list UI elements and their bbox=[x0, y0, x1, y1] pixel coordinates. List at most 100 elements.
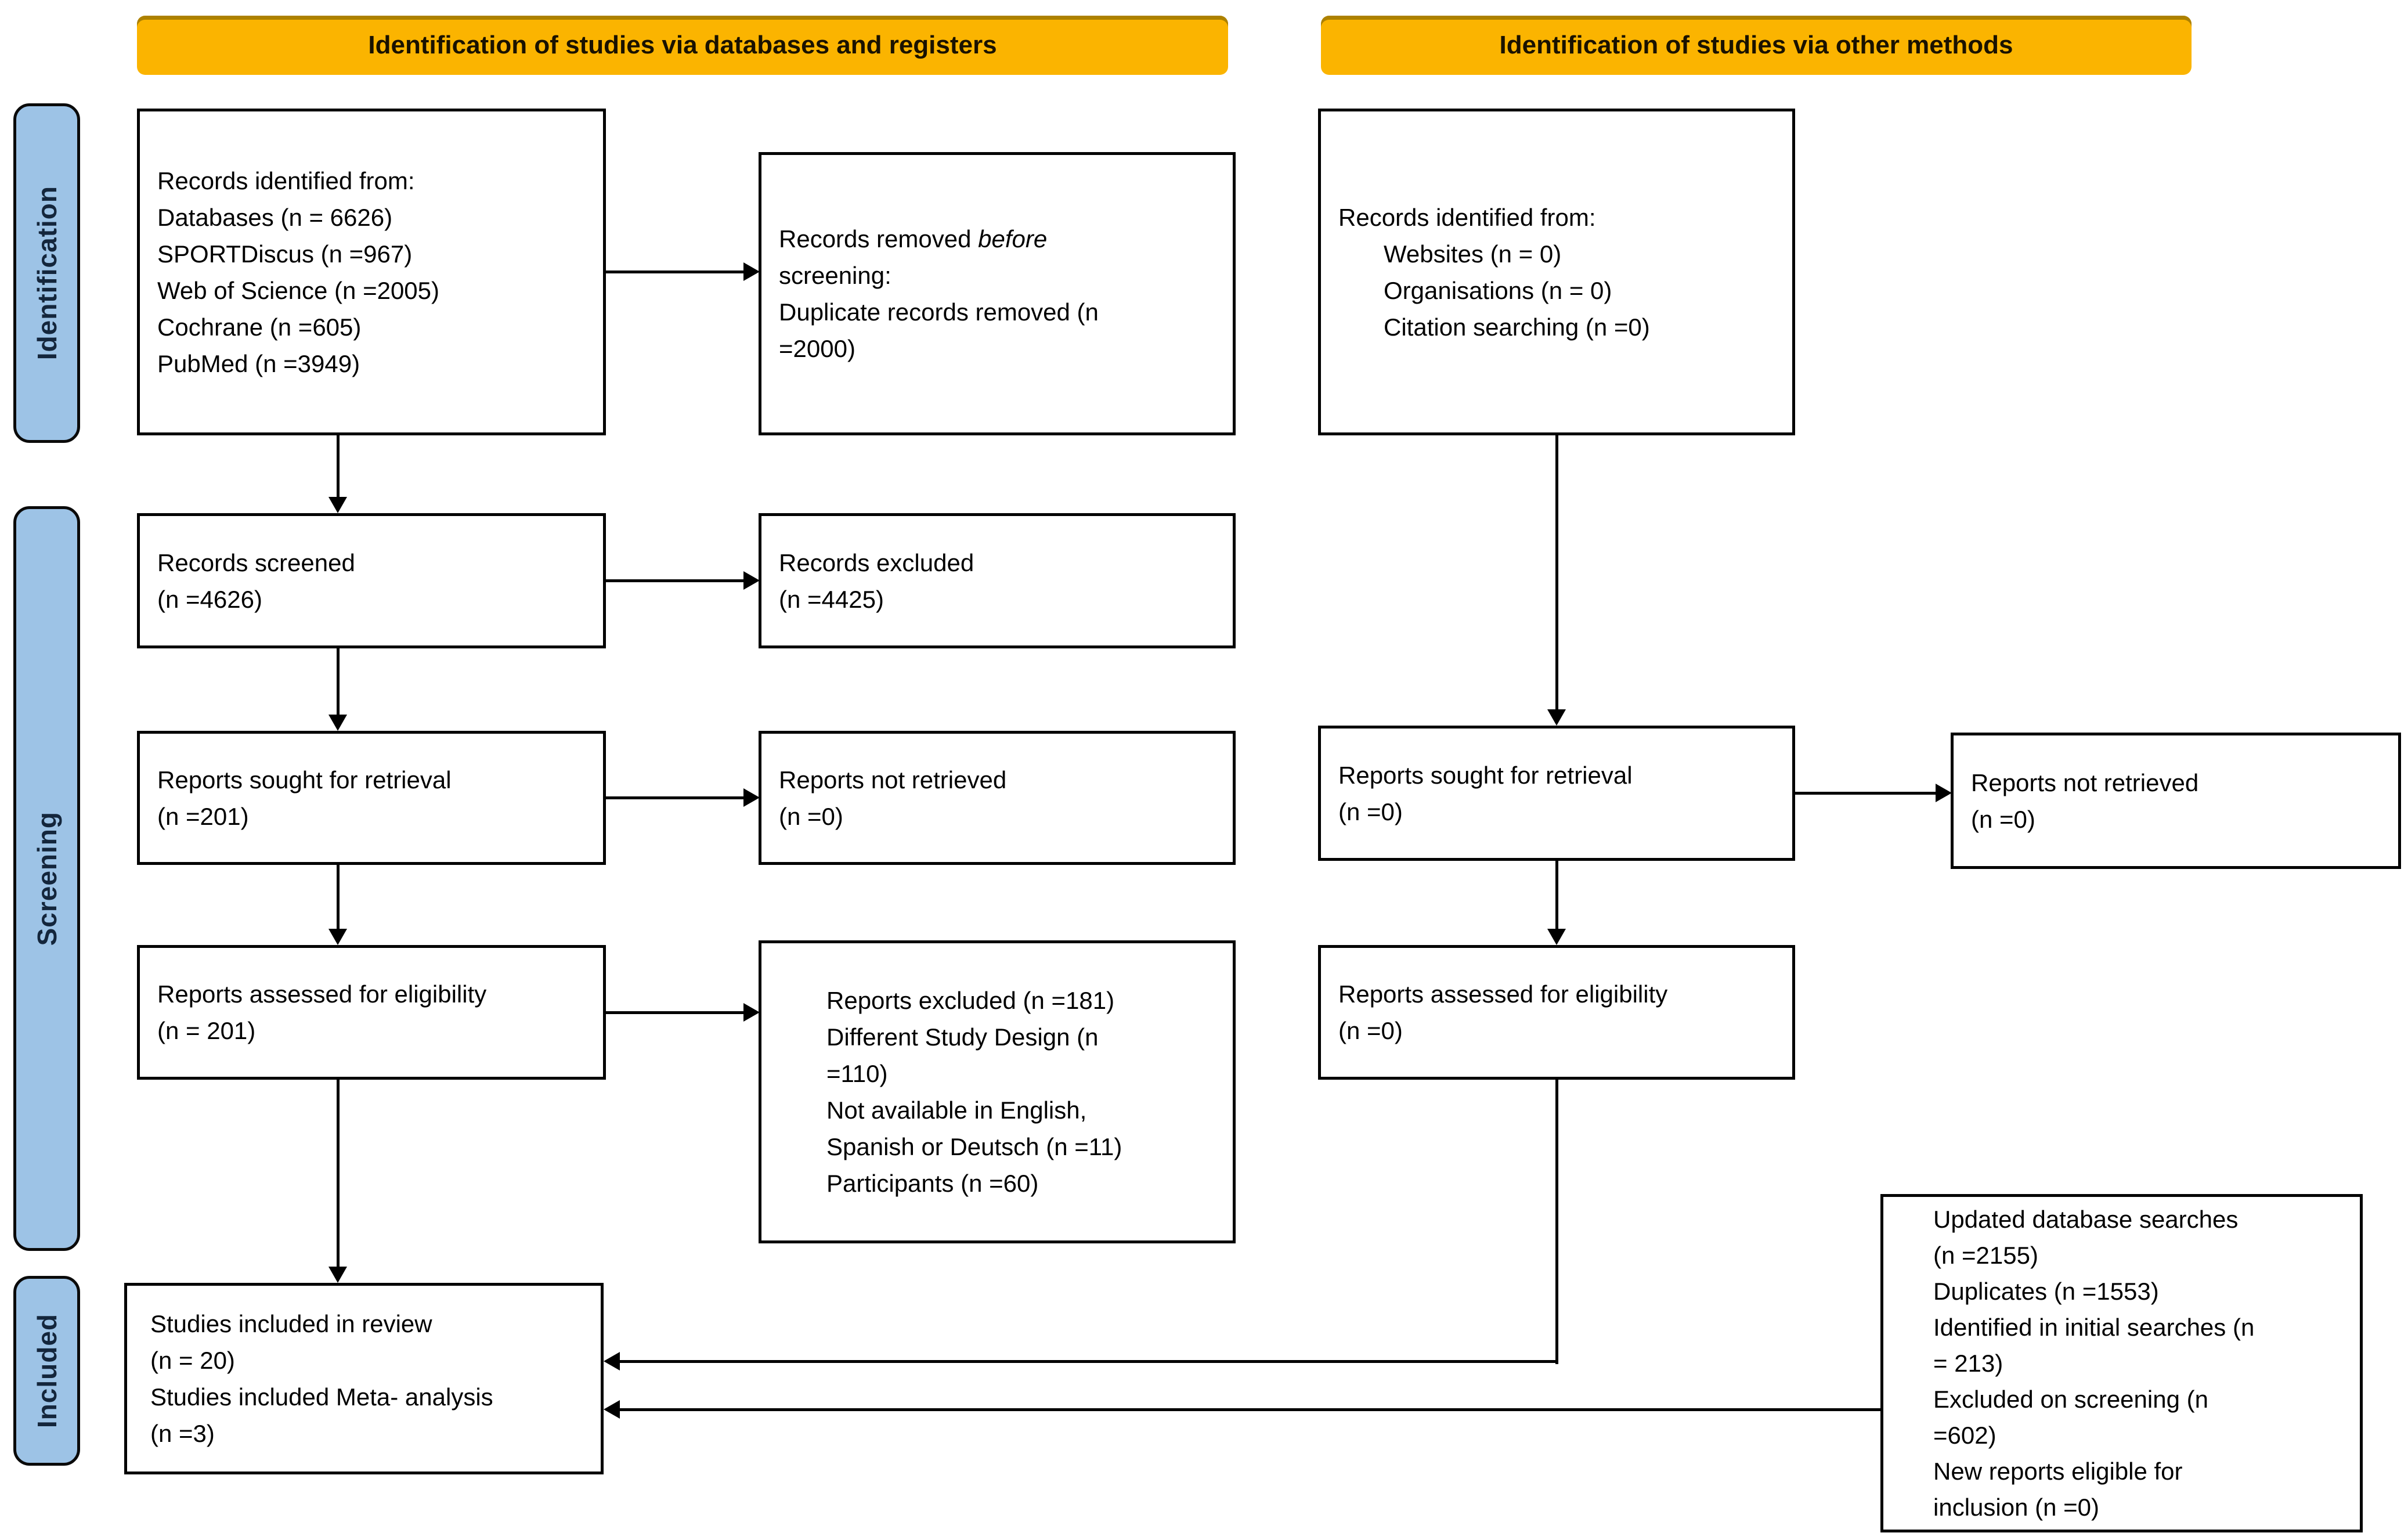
arrowhead-down-icon bbox=[328, 929, 347, 945]
box-line: =110) bbox=[826, 1060, 888, 1087]
box-reports-not-retrieved-other: Reports not retrieved (n =0) bbox=[1951, 733, 2401, 869]
box-line: Reports sought for retrieval bbox=[1338, 761, 1633, 789]
box-line: (n =0) bbox=[1971, 805, 2035, 833]
box-line: Duplicate records removed (n bbox=[779, 298, 1099, 326]
arrowhead-right-icon bbox=[743, 262, 760, 281]
box-line: Reports assessed for eligibility bbox=[1338, 980, 1668, 1008]
box-line: Cochrane (n =605) bbox=[157, 313, 362, 341]
box-records-excluded: Records excluded (n =4425) bbox=[759, 513, 1236, 648]
arrow-assessed-other-to-included bbox=[620, 1360, 1558, 1363]
box-line: Websites (n = 0) bbox=[1384, 240, 1562, 268]
arrowhead-right-icon bbox=[743, 788, 760, 807]
arrow-identified-to-removed bbox=[606, 271, 743, 273]
box-line: (n =0) bbox=[779, 802, 843, 830]
arrow-sought-other-to-assessed bbox=[1555, 861, 1558, 930]
arrowhead-down-icon bbox=[328, 715, 347, 731]
box-reports-sought-databases: Reports sought for retrieval (n =201) bbox=[137, 731, 606, 865]
stage-identification-text: Identification bbox=[31, 186, 62, 360]
arrow-sought-to-assessed bbox=[337, 865, 340, 930]
box-line: =2000) bbox=[779, 335, 855, 362]
box-line: Spanish or Deutsch (n =11) bbox=[826, 1133, 1122, 1160]
box-line: = 213) bbox=[1933, 1349, 2003, 1377]
arrowhead-right-icon bbox=[743, 1003, 760, 1022]
box-updated-database-searches: Updated database searches (n =2155) Dupl… bbox=[1880, 1194, 2363, 1532]
banner-databases-registers-label: Identification of studies via databases … bbox=[368, 31, 997, 59]
arrowhead-left-icon bbox=[604, 1352, 620, 1371]
box-line: Records identified from: bbox=[157, 167, 415, 194]
arrow-assessed-to-included bbox=[337, 1080, 340, 1268]
arrowhead-down-icon bbox=[328, 1267, 347, 1283]
box-records-removed-before-screening: Records removed before screening: Duplic… bbox=[759, 152, 1236, 435]
stage-screening-text: Screening bbox=[31, 811, 62, 946]
box-studies-included: Studies included in review (n = 20) Stud… bbox=[124, 1283, 604, 1474]
box-line: (n =201) bbox=[157, 802, 249, 830]
box-reports-assessed-databases: Reports assessed for eligibility (n = 20… bbox=[137, 945, 606, 1080]
arrow-assessed-to-excluded-reasons bbox=[606, 1011, 743, 1014]
arrowhead-down-icon bbox=[328, 497, 347, 513]
box-reports-assessed-other: Reports assessed for eligibility (n =0) bbox=[1318, 945, 1795, 1080]
elbow-assessed-other-down bbox=[1555, 1080, 1558, 1364]
box-line: Excluded on screening (n bbox=[1933, 1385, 2208, 1413]
box-line: screening: bbox=[779, 262, 891, 289]
arrowhead-down-icon bbox=[1547, 709, 1566, 726]
box-records-identified-databases: Records identified from: Databases (n = … bbox=[137, 109, 606, 435]
box-line: (n =3) bbox=[150, 1420, 215, 1447]
stage-label-included: Included bbox=[13, 1276, 80, 1466]
stage-label-identification: Identification bbox=[13, 103, 80, 443]
box-line: Web of Science (n =2005) bbox=[157, 276, 440, 304]
box-line: Studies included in review bbox=[150, 1310, 432, 1337]
arrowhead-down-icon bbox=[1547, 929, 1566, 945]
box-line: Reports not retrieved bbox=[779, 766, 1007, 794]
arrow-sought-to-not-retrieved bbox=[606, 796, 743, 799]
arrow-screened-to-sought bbox=[337, 648, 340, 716]
arrow-updated-searches-to-included bbox=[620, 1408, 1880, 1411]
arrow-sought-other-to-not-retrieved bbox=[1795, 792, 1936, 795]
box-line: Reports sought for retrieval bbox=[157, 766, 452, 794]
box-line: Reports excluded (n =181) bbox=[826, 987, 1115, 1014]
box-line: Citation searching (n =0) bbox=[1384, 313, 1650, 341]
box-line-text: Records removed bbox=[779, 225, 979, 253]
arrowhead-right-icon bbox=[1936, 784, 1952, 802]
stage-included-text: Included bbox=[31, 1313, 62, 1429]
box-line: Participants (n =60) bbox=[826, 1170, 1039, 1197]
box-line: (n =4626) bbox=[157, 585, 262, 613]
box-line: SPORTDiscus (n =967) bbox=[157, 240, 413, 268]
banner-other-methods-label: Identification of studies via other meth… bbox=[1499, 31, 2013, 59]
arrowhead-left-icon bbox=[604, 1400, 620, 1419]
box-line: Studies included Meta- analysis bbox=[150, 1383, 493, 1411]
box-line: Updated database searches bbox=[1933, 1205, 2239, 1233]
box-line: inclusion (n =0) bbox=[1933, 1493, 2099, 1521]
banner-other-methods: Identification of studies via other meth… bbox=[1321, 16, 2192, 75]
box-line: (n = 201) bbox=[157, 1017, 256, 1044]
arrow-identified-other-to-sought bbox=[1555, 435, 1558, 711]
box-line: Records removed before bbox=[779, 221, 1228, 257]
box-line: Records identified from: bbox=[1338, 203, 1596, 231]
box-reports-sought-other: Reports sought for retrieval (n =0) bbox=[1318, 726, 1795, 861]
box-line-italic-text: before bbox=[978, 225, 1048, 253]
box-line: New reports eligible for bbox=[1933, 1457, 2183, 1485]
box-line: PubMed (n =3949) bbox=[157, 349, 360, 377]
arrowhead-right-icon bbox=[743, 571, 760, 590]
box-line: Organisations (n = 0) bbox=[1384, 276, 1612, 304]
box-reports-not-retrieved-databases: Reports not retrieved (n =0) bbox=[759, 731, 1236, 865]
box-records-screened: Records screened (n =4626) bbox=[137, 513, 606, 648]
arrow-screened-to-excluded bbox=[606, 579, 743, 582]
box-records-identified-other-methods: Records identified from: Websites (n = 0… bbox=[1318, 109, 1795, 435]
box-line: Duplicates (n =1553) bbox=[1933, 1277, 2159, 1305]
box-line: Not available in English, bbox=[826, 1097, 1087, 1124]
box-line: =602) bbox=[1933, 1421, 1997, 1449]
box-reports-excluded-reasons: Reports excluded (n =181) Different Stud… bbox=[759, 940, 1236, 1243]
box-line: (n =0) bbox=[1338, 1017, 1403, 1044]
box-line: (n =2155) bbox=[1933, 1241, 2038, 1269]
box-line: (n =4425) bbox=[779, 585, 884, 613]
box-line: (n = 20) bbox=[150, 1347, 235, 1374]
stage-label-screening: Screening bbox=[13, 506, 80, 1251]
banner-databases-registers: Identification of studies via databases … bbox=[137, 16, 1228, 75]
box-line: Reports assessed for eligibility bbox=[157, 980, 487, 1008]
arrow-identified-to-screened bbox=[337, 435, 340, 498]
box-line: Different Study Design (n bbox=[826, 1023, 1099, 1051]
box-line: Records screened bbox=[157, 549, 355, 576]
box-line: Identified in initial searches (n bbox=[1933, 1313, 2255, 1341]
box-line: Reports not retrieved bbox=[1971, 769, 2199, 796]
